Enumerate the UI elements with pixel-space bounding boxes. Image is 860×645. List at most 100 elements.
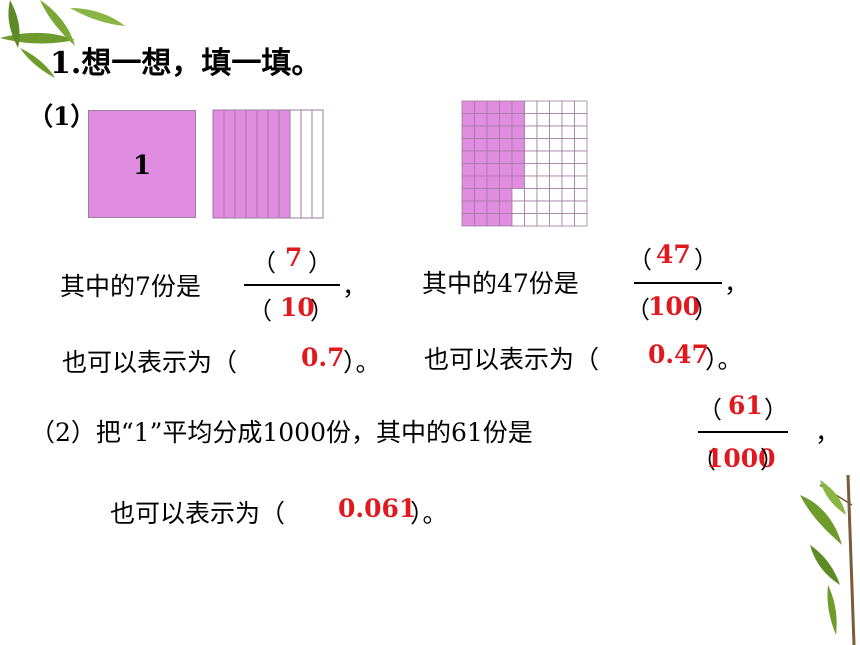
grid-cell bbox=[474, 188, 488, 202]
grid-cell bbox=[524, 213, 538, 227]
strip-part bbox=[245, 109, 258, 219]
grid-cell bbox=[511, 175, 525, 189]
grid-cell bbox=[499, 200, 513, 214]
grid-cell bbox=[511, 150, 525, 164]
right-sentence-suffix: ， bbox=[724, 269, 750, 298]
grid-cell bbox=[524, 138, 538, 152]
grid-cell bbox=[524, 175, 538, 189]
grid-cell bbox=[474, 138, 488, 152]
grid-cell bbox=[524, 163, 538, 177]
grid-cell bbox=[511, 100, 525, 114]
grid-cell bbox=[486, 100, 500, 114]
grid-cell bbox=[461, 163, 475, 177]
part1-label: （1） bbox=[28, 102, 96, 131]
left-numerator-paren: （ bbox=[252, 249, 276, 277]
grid-cell bbox=[486, 175, 500, 189]
part2-line2-prefix: 也可以表示为（ bbox=[110, 499, 286, 528]
grid-cell bbox=[511, 188, 525, 202]
grid-cell bbox=[536, 188, 550, 202]
grid-cell bbox=[536, 138, 550, 152]
right-numerator-paren: （ bbox=[628, 246, 652, 274]
grid-cell bbox=[549, 150, 563, 164]
grid-cell bbox=[474, 100, 488, 114]
grid-cell bbox=[511, 213, 525, 227]
grid-cell bbox=[574, 200, 588, 214]
grid-cell bbox=[511, 200, 525, 214]
grid-cell bbox=[574, 100, 588, 114]
strip-part bbox=[267, 109, 280, 219]
grid-cell bbox=[536, 200, 550, 214]
grid-cell bbox=[474, 113, 488, 127]
whole-square: 1 bbox=[88, 110, 196, 218]
right-decimal: 0.47 bbox=[648, 340, 709, 369]
grid-cell bbox=[461, 213, 475, 227]
left-sentence-suffix: ， bbox=[342, 272, 368, 301]
grid-cell bbox=[549, 213, 563, 227]
grid-cell bbox=[474, 163, 488, 177]
left-line2-prefix: 也可以表示为（ bbox=[62, 348, 238, 377]
part2-sentence: （2）把“1”平均分成1000份，其中的61份是 bbox=[30, 418, 533, 447]
part2-denominator-paren: （ bbox=[692, 446, 716, 474]
right-line2-prefix: 也可以表示为（ bbox=[424, 345, 600, 374]
grid-cell bbox=[486, 150, 500, 164]
part2-line2-suffix: ）。 bbox=[410, 499, 448, 528]
left-denominator-paren: （ bbox=[248, 297, 272, 325]
left-fraction-bar bbox=[244, 284, 340, 286]
grid-cell bbox=[524, 188, 538, 202]
grid-cell bbox=[474, 200, 488, 214]
grid-cell bbox=[536, 213, 550, 227]
grid-cell bbox=[461, 200, 475, 214]
grid-cell bbox=[536, 163, 550, 177]
grid-cell bbox=[499, 188, 513, 202]
grid-cell bbox=[536, 150, 550, 164]
grid-cell bbox=[474, 125, 488, 139]
left-line2-suffix: ）。 bbox=[343, 348, 381, 377]
grid-cell bbox=[499, 163, 513, 177]
part2-denominator: 1000 bbox=[706, 444, 776, 473]
part2-numerator-paren: （ bbox=[698, 396, 722, 424]
strip-part bbox=[300, 109, 313, 219]
grid-cell bbox=[561, 188, 575, 202]
grid-cell bbox=[499, 150, 513, 164]
grid-cell bbox=[574, 188, 588, 202]
grid-cell bbox=[511, 113, 525, 127]
grid-cell bbox=[486, 163, 500, 177]
grid-cell bbox=[524, 200, 538, 214]
strip-part bbox=[289, 109, 302, 219]
strip-part bbox=[212, 109, 225, 219]
grid-cell bbox=[474, 213, 488, 227]
strip-part bbox=[311, 109, 324, 219]
grid-cell bbox=[499, 213, 513, 227]
right-numerator: 47 bbox=[656, 240, 691, 269]
grid-cell bbox=[524, 150, 538, 164]
hundredths-grid-figure bbox=[461, 100, 588, 227]
left-numerator: 7 bbox=[285, 243, 303, 272]
grid-cell bbox=[549, 138, 563, 152]
grid-cell bbox=[561, 163, 575, 177]
grid-cell bbox=[511, 125, 525, 139]
right-denominator-paren: （ bbox=[626, 296, 650, 324]
tenths-strip-figure bbox=[212, 109, 324, 219]
grid-cell bbox=[561, 213, 575, 227]
whole-square-label: 1 bbox=[132, 151, 152, 181]
grid-cell bbox=[549, 163, 563, 177]
part2-denominator-paren-close: ） bbox=[760, 446, 784, 474]
strip-part bbox=[256, 109, 269, 219]
grid-cell bbox=[561, 125, 575, 139]
strip-part bbox=[234, 109, 247, 219]
grid-cell bbox=[486, 200, 500, 214]
grid-cell bbox=[524, 125, 538, 139]
right-denominator-paren-close: ） bbox=[694, 296, 718, 324]
part2-decimal: 0.061 bbox=[338, 494, 417, 523]
grid-cell bbox=[549, 113, 563, 127]
grid-cell bbox=[574, 175, 588, 189]
grid-cell bbox=[536, 100, 550, 114]
grid-cell bbox=[461, 100, 475, 114]
exercise-title: 1.想一想，填一填。 bbox=[50, 46, 322, 81]
grid-cell bbox=[549, 100, 563, 114]
left-denominator-paren-close: ） bbox=[310, 297, 334, 325]
right-sentence-prefix: 其中的47份是 bbox=[422, 269, 579, 298]
grid-cell bbox=[561, 113, 575, 127]
grid-cell bbox=[561, 200, 575, 214]
grid-cell bbox=[461, 138, 475, 152]
